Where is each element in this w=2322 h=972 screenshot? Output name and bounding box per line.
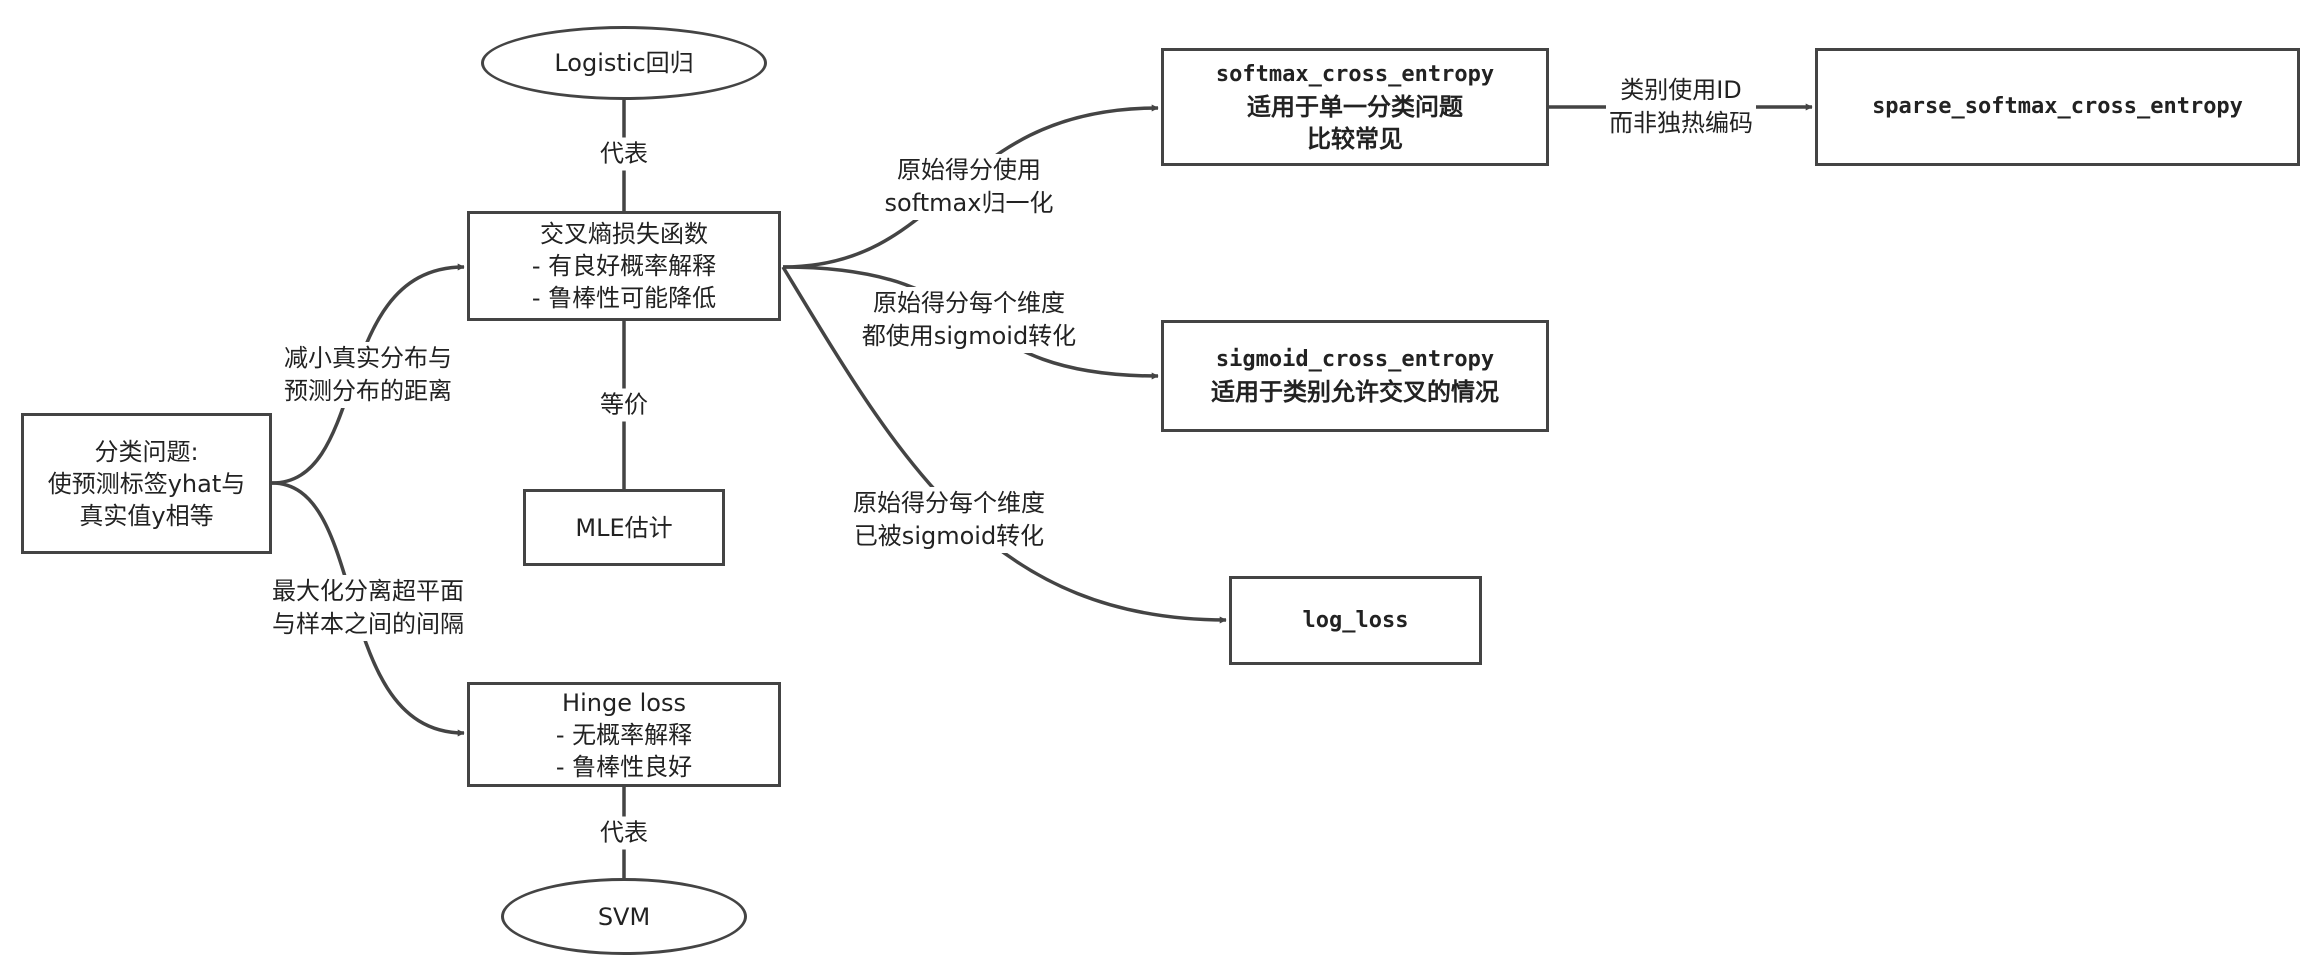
- edge-label-raw-sigmoid: 原始得分每个维度 都使用sigmoid转化: [858, 287, 1080, 353]
- softmax-node: softmax_cross_entropy 适用于单一分类问题 比较常见: [1161, 48, 1549, 166]
- hinge-line-1: Hinge loss: [562, 688, 686, 717]
- log-loss-name: log_loss: [1302, 607, 1409, 633]
- logistic-node: Logistic回归: [481, 26, 767, 100]
- edge-label-equivalent: 等价: [597, 388, 651, 422]
- cross-entropy-node: 交叉熵损失函数 - 有良好概率解释 - 鲁棒性可能降低: [467, 211, 781, 321]
- softmax-name: softmax_cross_entropy: [1215, 62, 1495, 87]
- sigmoid-line-1: 适用于类别允许交叉的情况: [1211, 378, 1499, 406]
- raw-softmax-line-1: 原始得分使用: [896, 156, 1041, 184]
- edge-label-represents-bottom: 代表: [597, 816, 651, 850]
- classification-line-1: 分类问题:: [94, 437, 199, 466]
- equivalent-text: 等价: [600, 390, 648, 419]
- raw-sigmoided-line-2: 已被sigmoid转化: [853, 522, 1045, 550]
- edge-label-raw-softmax: 原始得分使用 softmax归一化: [881, 154, 1057, 220]
- represents-bottom-text: 代表: [600, 818, 648, 847]
- hinge-node: Hinge loss - 无概率解释 - 鲁棒性良好: [467, 682, 781, 787]
- cross-entropy-line-2: - 有良好概率解释: [531, 252, 717, 280]
- reduce-distance-line-2: 预测分布的距离: [284, 377, 452, 405]
- log-loss-node: log_loss: [1229, 576, 1482, 665]
- raw-sigmoid-line-1: 原始得分每个维度: [873, 289, 1065, 317]
- cross-entropy-line-1: 交叉熵损失函数: [540, 220, 708, 248]
- edge-label-maximize-margin: 最大化分离超平面 与样本之间的间隔: [269, 575, 467, 641]
- hinge-line-2: - 无概率解释: [555, 720, 693, 749]
- sigmoid-name: sigmoid_cross_entropy: [1215, 347, 1495, 372]
- edge-label-reduce-distance: 减小真实分布与 预测分布的距离: [281, 342, 455, 408]
- classification-line-3: 真实值y相等: [79, 501, 214, 530]
- sigmoid-node: sigmoid_cross_entropy 适用于类别允许交叉的情况: [1161, 320, 1549, 432]
- raw-softmax-line-2: softmax归一化: [884, 189, 1054, 217]
- maximize-margin-line-1: 最大化分离超平面: [272, 577, 464, 605]
- svm-label: SVM: [597, 902, 651, 931]
- raw-sigmoided-line-1: 原始得分每个维度: [853, 489, 1045, 517]
- sparse-softmax-node: sparse_softmax_cross_entropy: [1815, 48, 2300, 166]
- maximize-margin-line-2: 与样本之间的间隔: [272, 610, 464, 638]
- logistic-label: Logistic回归: [554, 49, 694, 77]
- mle-label: MLE估计: [575, 513, 673, 542]
- class-id-line-2: 而非独热编码: [1609, 109, 1753, 137]
- class-id-line-1: 类别使用ID: [1620, 76, 1742, 104]
- classification-node: 分类问题: 使预测标签yhat与 真实值y相等: [21, 413, 272, 554]
- edge-label-class-id: 类别使用ID 而非独热编码: [1606, 74, 1756, 140]
- raw-sigmoid-line-2: 都使用sigmoid转化: [861, 322, 1077, 350]
- softmax-line-2: 比较常见: [1307, 125, 1403, 153]
- softmax-line-1: 适用于单一分类问题: [1247, 93, 1463, 121]
- classification-line-2: 使预测标签yhat与: [47, 469, 246, 498]
- represents-top-text: 代表: [600, 139, 648, 168]
- edge-label-raw-sigmoided: 原始得分每个维度 已被sigmoid转化: [850, 487, 1048, 553]
- edge-label-represents-top: 代表: [597, 137, 651, 171]
- reduce-distance-line-1: 减小真实分布与: [284, 344, 452, 372]
- sparse-softmax-name: sparse_softmax_cross_entropy: [1872, 94, 2243, 119]
- hinge-line-3: - 鲁棒性良好: [555, 752, 693, 781]
- mle-node: MLE估计: [523, 489, 725, 566]
- svm-node: SVM: [501, 878, 747, 955]
- cross-entropy-line-3: - 鲁棒性可能降低: [531, 284, 717, 312]
